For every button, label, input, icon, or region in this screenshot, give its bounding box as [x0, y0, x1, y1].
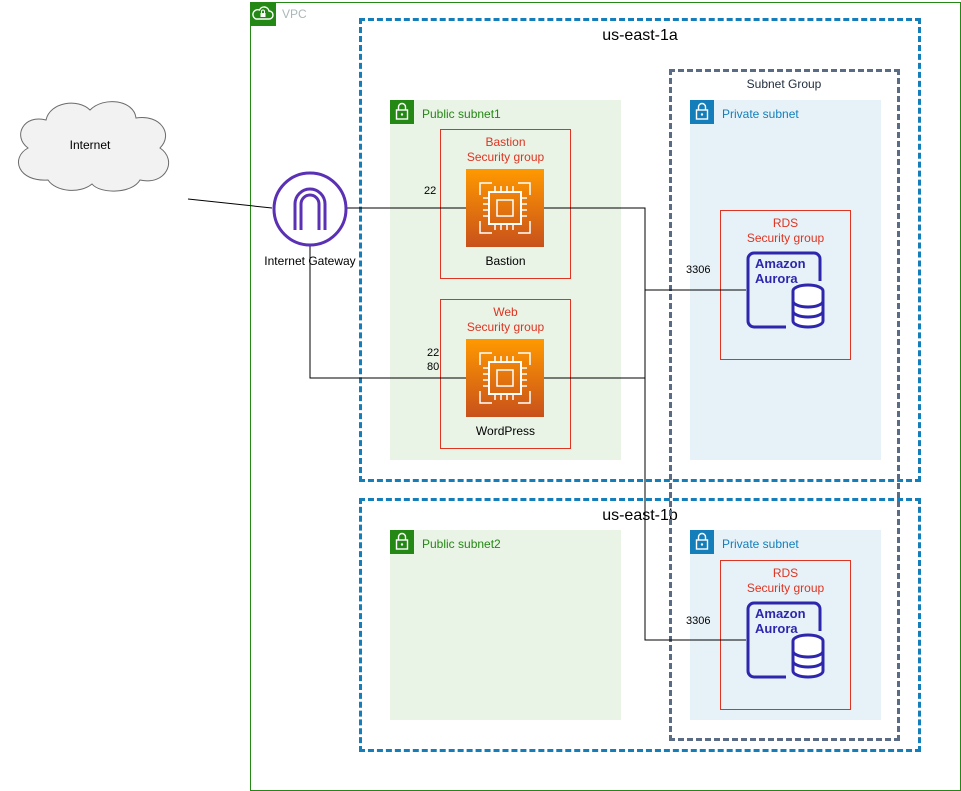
bastion-port-label: 22 — [424, 185, 437, 197]
bastion-instance[interactable] — [466, 169, 544, 247]
private-subnet-a-badge — [690, 100, 714, 124]
internet-cloud-icon — [18, 101, 170, 192]
bastion-instance-label: Bastion — [485, 254, 526, 268]
padlock-icon — [695, 532, 709, 550]
web-port-ssh-label: 22 — [427, 347, 440, 359]
rds-a-sg-name: RDS — [772, 216, 799, 230]
availability-zone-us-east-1a — [359, 18, 921, 482]
aurora-a-name-line2: Aurora — [755, 271, 798, 286]
chip-icon — [479, 352, 531, 404]
aurora-a-name-line1: Amazon — [755, 256, 806, 271]
bastion-sg-name: Bastion — [485, 135, 526, 149]
public-subnet-2-badge — [390, 530, 414, 554]
public-subnet-1-badge — [390, 100, 414, 124]
web-port-http-label: 80 — [427, 361, 440, 373]
web-sg-type: Security group — [466, 320, 545, 334]
vpc-badge — [250, 2, 276, 26]
internet-label: Internet — [69, 138, 111, 152]
private-subnet-a-label: Private subnet — [722, 107, 799, 121]
rds-a-port-label: 3306 — [686, 264, 711, 276]
bastion-security-group-label: Bastion Security group — [440, 135, 571, 165]
padlock-icon — [695, 102, 709, 120]
rds-security-group-a — [720, 210, 851, 360]
gateway-to-wordpress-line — [309, 246, 466, 379]
private-subnet-b — [690, 530, 881, 720]
padlock-icon — [395, 102, 409, 120]
internet-gateway-icon[interactable] — [271, 170, 349, 248]
rds-security-group-b — [720, 560, 851, 710]
rds-b-sg-name: RDS — [772, 566, 799, 580]
aurora-b-name-line2: Aurora — [755, 621, 798, 636]
wordpress-to-rds-a-line — [544, 290, 646, 379]
arch-icon — [293, 187, 327, 230]
internet-gateway-label: Internet Gateway — [264, 254, 356, 268]
vpc-label: VPC — [282, 7, 307, 21]
aurora-database-icon — [746, 251, 825, 329]
private-subnet-a — [690, 100, 881, 460]
wordpress-instance-label: WordPress — [475, 424, 536, 438]
rds-b-port-label: 3306 — [686, 615, 711, 627]
aurora-database-b[interactable]: Amazon Aurora — [746, 601, 826, 679]
wordpress-to-rds-b-line — [644, 378, 746, 641]
bastion-security-group — [440, 129, 571, 279]
public-subnet-2-label: Public subnet2 — [422, 537, 501, 551]
private-subnet-b-badge — [690, 530, 714, 554]
rds-a-sg-type: Security group — [746, 231, 825, 245]
wordpress-instance[interactable] — [466, 339, 544, 417]
aurora-b-name-line1: Amazon — [755, 606, 806, 621]
web-security-group-label: Web Security group — [440, 305, 571, 335]
availability-zone-us-east-1b — [359, 498, 921, 752]
aurora-database-icon — [746, 601, 825, 679]
web-sg-name: Web — [493, 305, 518, 319]
rds-b-sg-type: Security group — [746, 581, 825, 595]
padlock-icon — [395, 532, 409, 550]
availability-zone-label-a: us-east-1a — [602, 27, 678, 44]
web-security-group — [440, 299, 571, 449]
rds-security-group-b-label: RDS Security group — [720, 566, 851, 596]
chip-icon — [479, 182, 531, 234]
aurora-database-a[interactable]: Amazon Aurora — [746, 251, 826, 329]
subnet-group — [669, 69, 900, 741]
availability-zone-label-b: us-east-1b — [602, 507, 678, 524]
internet-to-gateway-line — [187, 198, 273, 209]
public-subnet-1-label: Public subnet1 — [422, 107, 501, 121]
rds-security-group-a-label: RDS Security group — [720, 216, 851, 246]
cloud-lock-icon — [252, 6, 274, 20]
bastion-to-rds-line — [544, 207, 746, 291]
public-subnet-2 — [390, 530, 621, 720]
subnet-group-label: Subnet Group — [746, 77, 822, 91]
private-subnet-b-label: Private subnet — [722, 537, 799, 551]
bastion-sg-type: Security group — [466, 150, 545, 164]
